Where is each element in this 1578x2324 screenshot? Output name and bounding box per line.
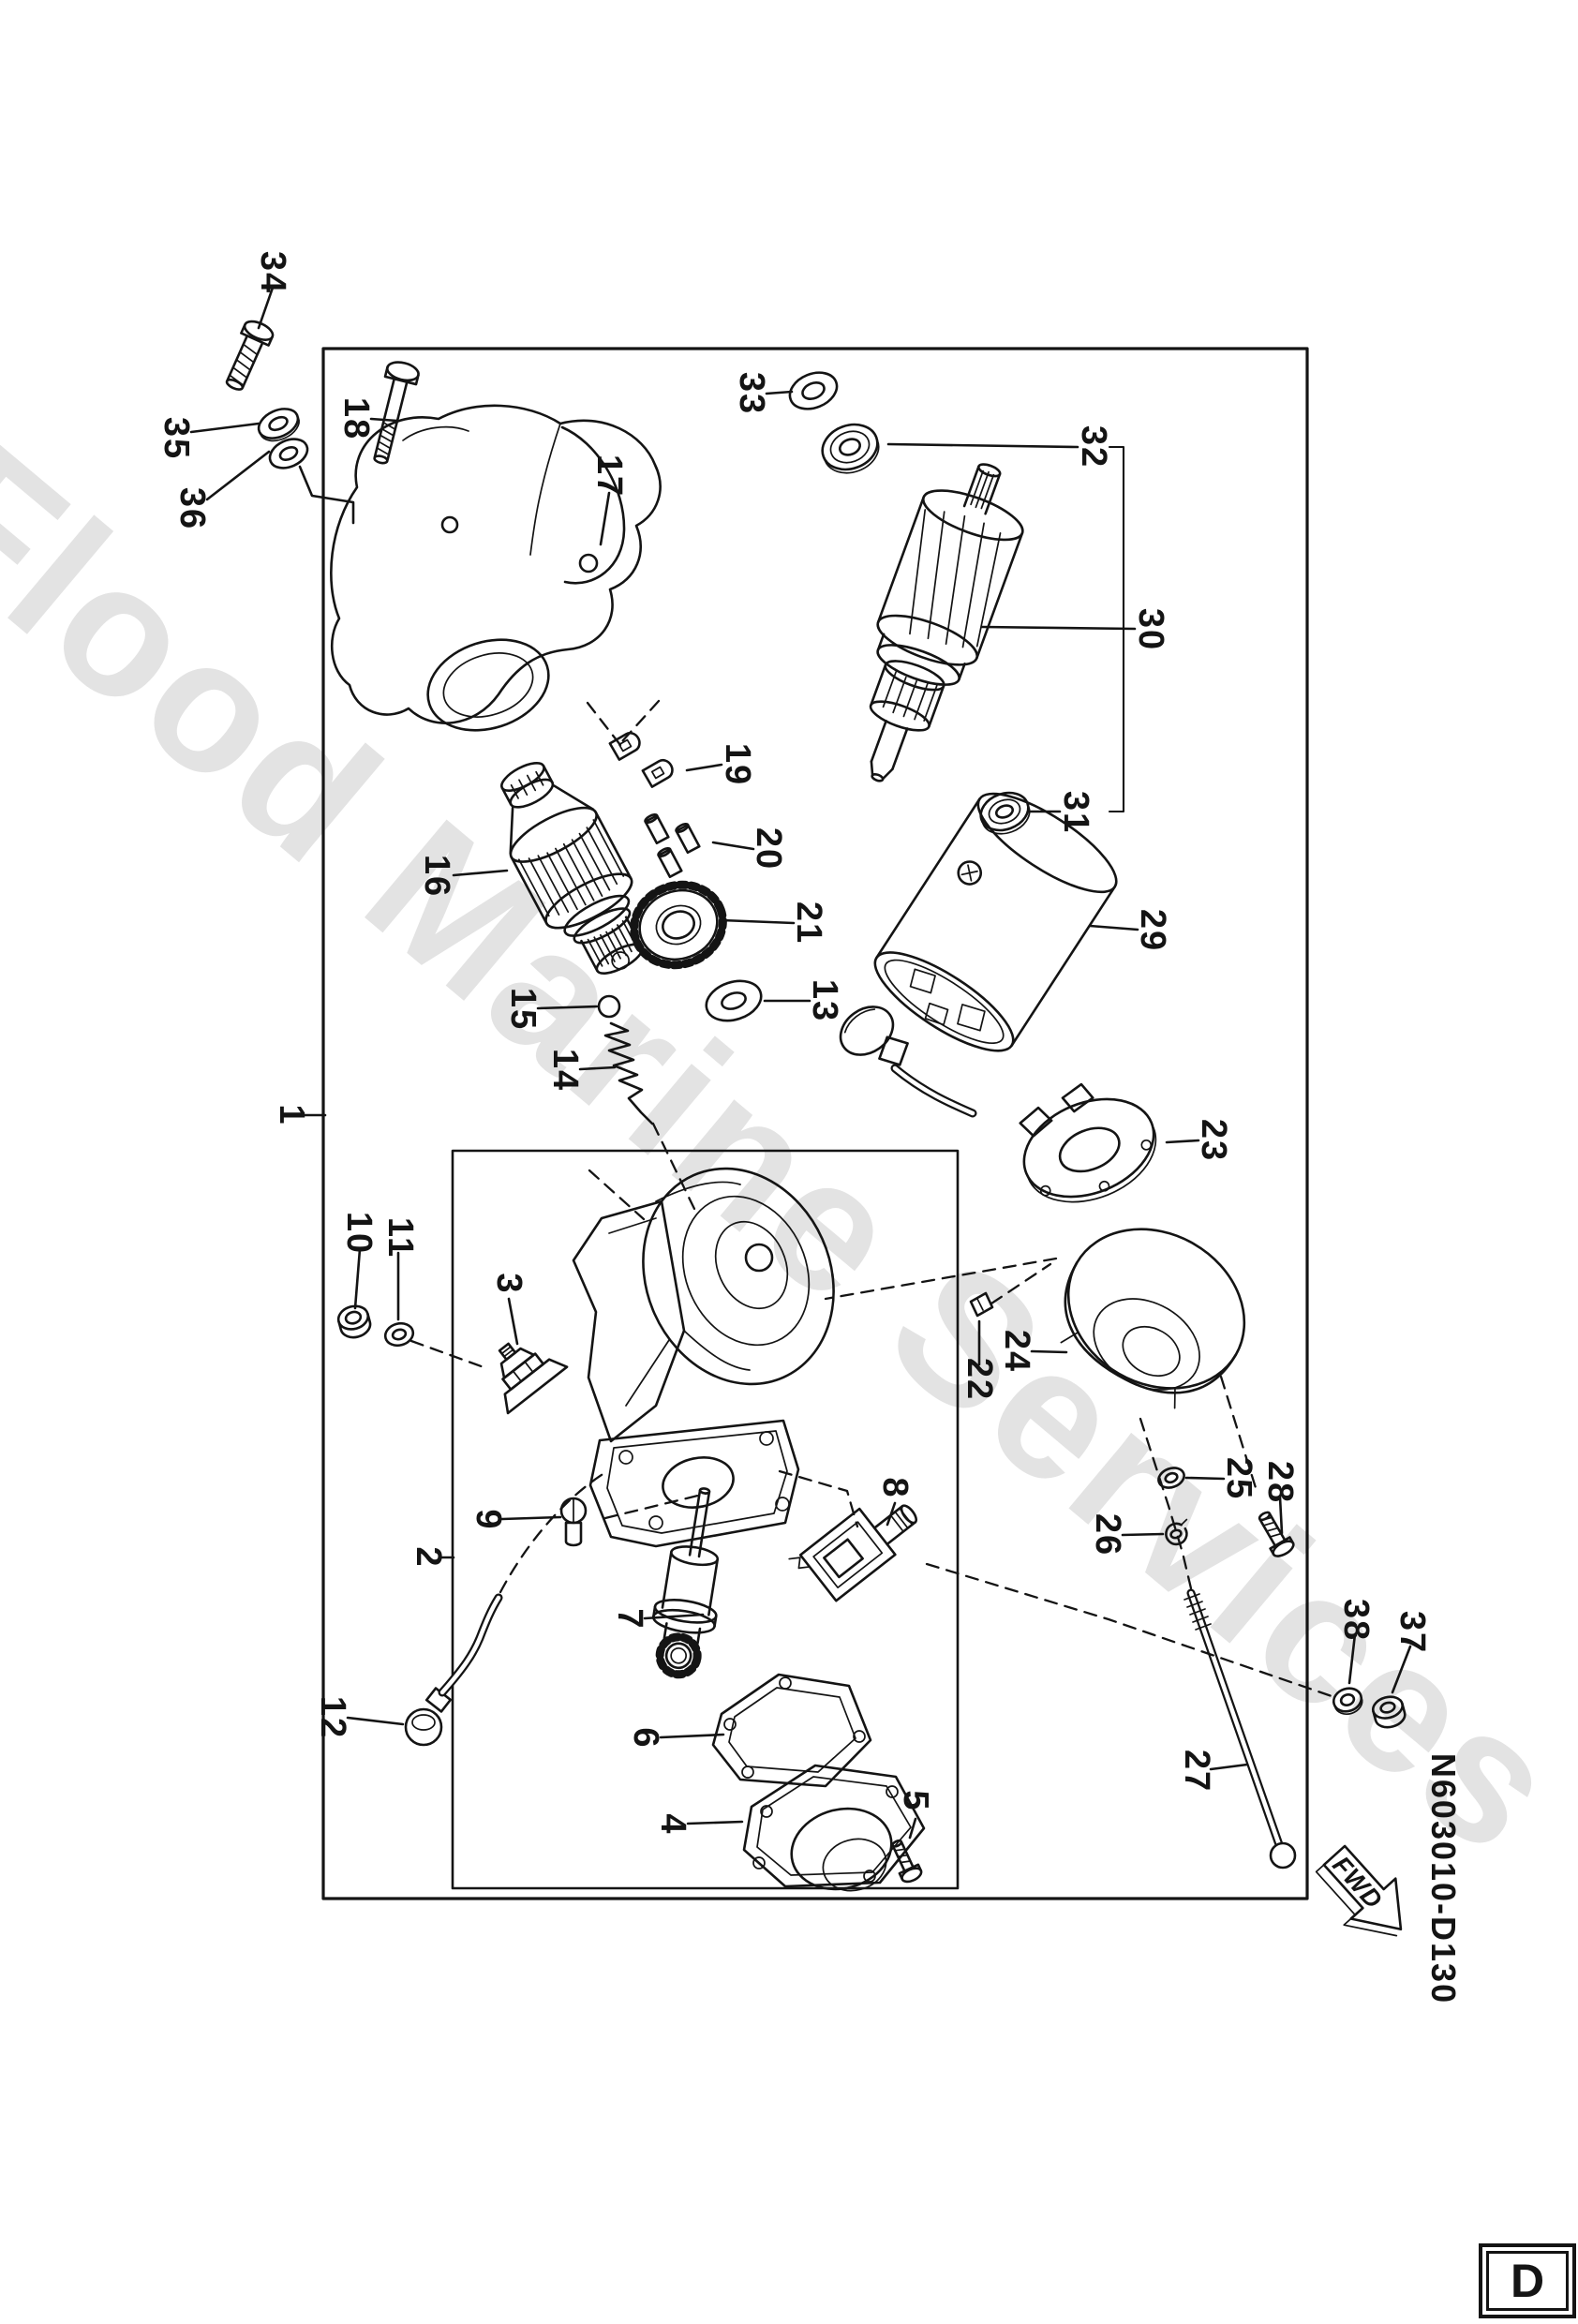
part-label-34: 34 [253, 250, 292, 295]
part-label-36: 36 [172, 486, 212, 531]
part-label-7: 7 [610, 1608, 649, 1631]
part-label-27: 27 [1177, 1749, 1216, 1794]
part-20-rollers [644, 813, 701, 879]
part-2-bracket-assembly [572, 1167, 835, 1548]
part-label-14: 14 [545, 1048, 585, 1093]
part-label-33: 33 [732, 371, 771, 416]
assembly-dashed-lines [409, 699, 1336, 1699]
part-15-ball [597, 994, 621, 1019]
part-8-switch [788, 1504, 918, 1602]
part-23-brush-plate [1019, 1082, 1157, 1203]
part-label-2: 2 [409, 1546, 448, 1569]
part-11-washer [383, 1321, 415, 1348]
section-tab-letter: D [1510, 2255, 1545, 2307]
part-label-31: 31 [1056, 790, 1095, 835]
part-label-4: 4 [653, 1813, 692, 1836]
part-25-washer [1157, 1467, 1185, 1489]
part-label-35: 35 [156, 416, 196, 461]
part-35-spring-washer [257, 408, 300, 442]
part-label-10: 10 [339, 1211, 379, 1256]
part-label-25: 25 [1219, 1456, 1258, 1501]
assembly-frame [321, 347, 1309, 1900]
part-9-pin [559, 1497, 588, 1547]
part-14-spring [603, 1021, 654, 1125]
section-tab: D [1479, 2243, 1576, 2318]
part-17-bracket-housing [330, 404, 662, 732]
label-leader-lines [189, 286, 1412, 1840]
part-6-gasket [711, 1673, 872, 1788]
part-16-starter-clutch [500, 761, 644, 975]
part-3-terminal [498, 1342, 569, 1415]
part-label-16: 16 [417, 854, 456, 899]
part-29-yoke [839, 792, 1118, 1118]
part-label-28: 28 [1260, 1460, 1300, 1505]
part-label-17: 17 [589, 454, 629, 499]
part-27-through-bolt [1184, 1588, 1297, 1870]
part-36-washer [268, 438, 309, 469]
part-label-18: 18 [336, 396, 376, 441]
part-22-key [969, 1291, 994, 1318]
part-34-bolt [225, 320, 275, 391]
sub-assembly-box [451, 1149, 960, 1890]
part-33-washer [788, 371, 839, 410]
part-37-nut [1371, 1695, 1407, 1729]
part-38-washer [1332, 1687, 1363, 1715]
part-label-13: 13 [805, 978, 844, 1023]
section-tab-inner: D [1486, 2251, 1569, 2311]
part-label-11: 11 [380, 1216, 420, 1259]
part-label-6: 6 [626, 1727, 665, 1750]
part-label-23: 23 [1194, 1118, 1233, 1163]
part-label-12: 12 [313, 1695, 352, 1740]
part-label-24: 24 [997, 1329, 1036, 1374]
part-label-8: 8 [875, 1477, 915, 1499]
part-30-armature [869, 463, 1024, 782]
part-12-lead-wire [404, 1593, 503, 1747]
part-19-retainer-clips [608, 731, 674, 788]
part-28-bolt [1258, 1511, 1295, 1557]
part-label-37: 37 [1392, 1610, 1432, 1655]
wire-boot [839, 1006, 909, 1066]
part-label-38: 38 [1336, 1598, 1376, 1643]
part-18-bolt [373, 361, 420, 465]
part-label-5: 5 [896, 1790, 935, 1812]
part-24-end-cap [1060, 1228, 1246, 1409]
part-5-bolt [891, 1839, 923, 1884]
part-label-9: 9 [469, 1509, 508, 1531]
part-label-20: 20 [749, 827, 788, 872]
drawing-code: N603010-D130 [1424, 1752, 1463, 2005]
part-13-washer [705, 979, 763, 1022]
part-21-gear [630, 880, 727, 970]
part-label-30: 30 [1131, 607, 1170, 652]
part-label-3: 3 [489, 1273, 528, 1295]
part-label-21: 21 [789, 901, 828, 946]
part-10-nut [336, 1304, 372, 1339]
part-label-19: 19 [718, 742, 757, 787]
part-label-22: 22 [960, 1357, 999, 1402]
part-label-29: 29 [1133, 908, 1172, 953]
part-32-bearing [821, 423, 880, 474]
part-label-32: 32 [1074, 425, 1113, 469]
part-7-plunger [652, 1487, 720, 1679]
part-label-15: 15 [503, 987, 543, 1032]
part-label-26: 26 [1088, 1512, 1127, 1557]
part-label-1: 1 [272, 1104, 311, 1126]
